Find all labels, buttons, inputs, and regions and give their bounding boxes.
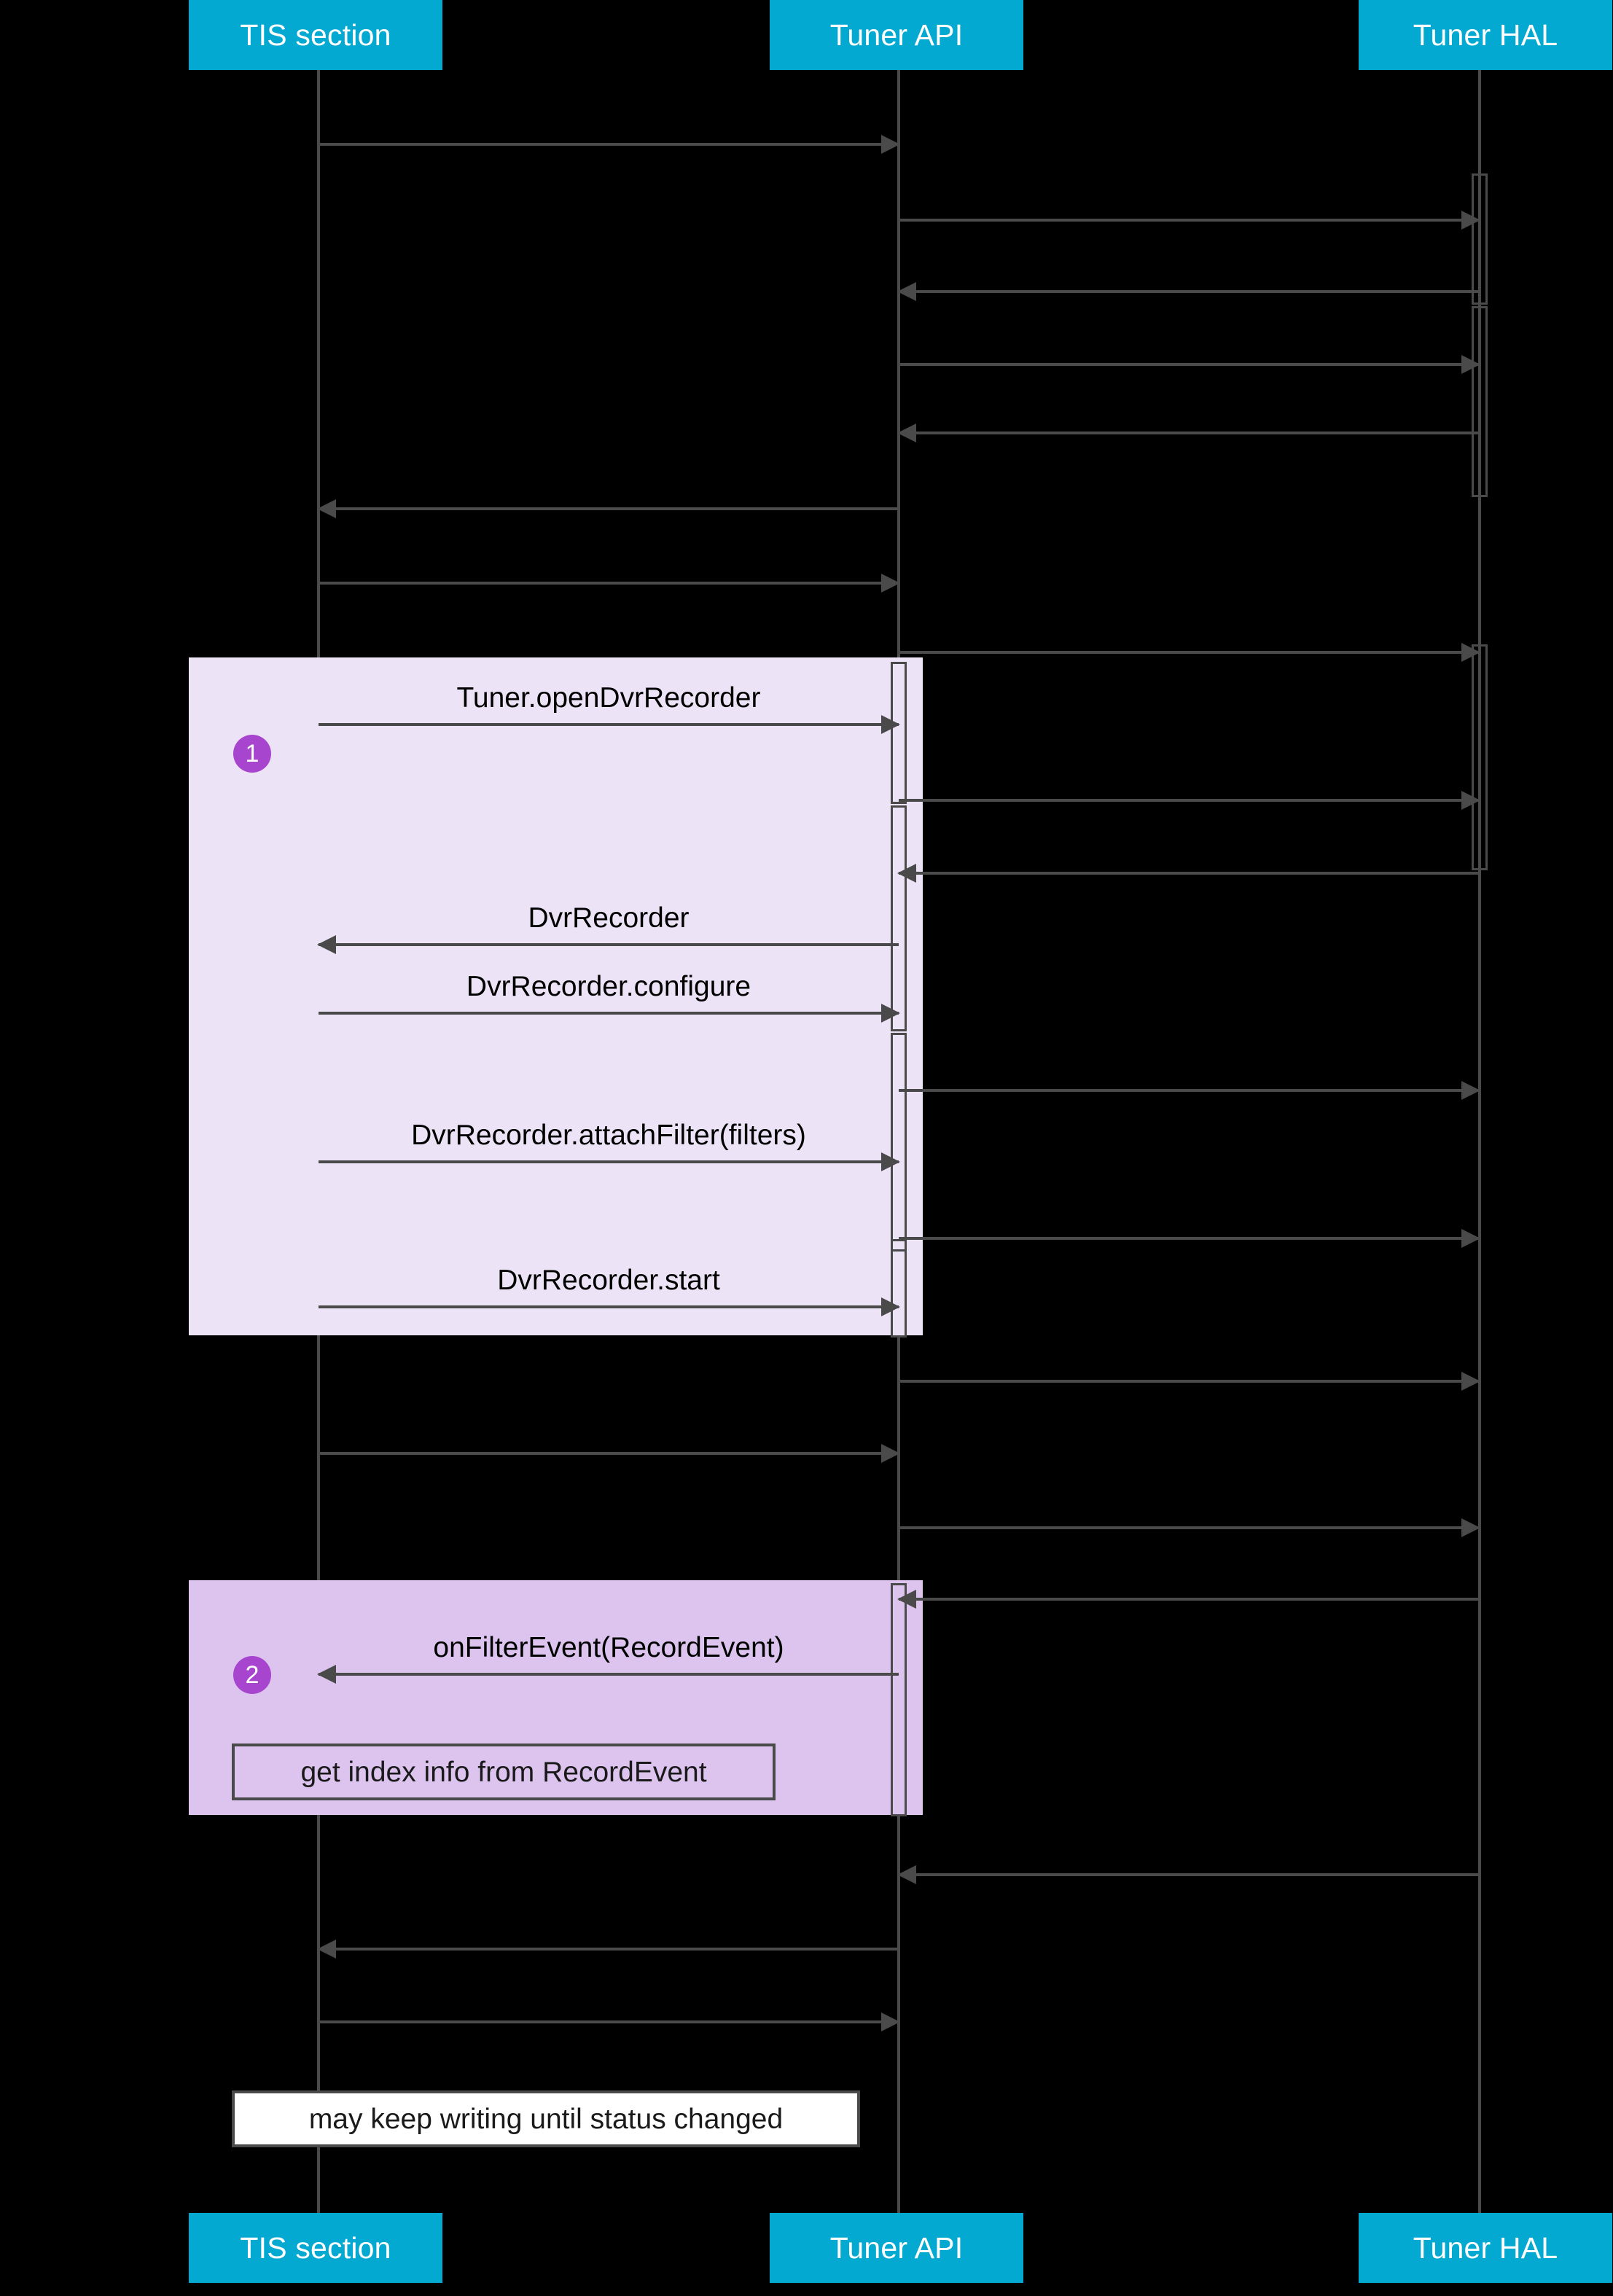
arrowhead-left-icon <box>897 423 916 442</box>
arrowhead-right-icon <box>881 1152 900 1171</box>
message-line <box>899 432 1479 434</box>
arrowhead-left-icon <box>317 499 336 518</box>
participant-footer-tuner-hal[interactable]: Tuner HAL <box>1359 2213 1612 2283</box>
message-line <box>319 723 899 726</box>
message-line <box>899 1237 1479 1240</box>
message-line <box>319 2020 899 2023</box>
participant-footer-tuner-api[interactable]: Tuner API <box>770 2213 1023 2283</box>
activation-hal-2 <box>1472 306 1488 497</box>
region-open-dvr-recorder <box>189 657 923 1335</box>
message-line <box>319 582 899 585</box>
participant-label: Tuner HAL <box>1413 17 1558 52</box>
arrowhead-left-icon <box>897 1865 916 1884</box>
arrowhead-left-icon <box>317 1940 336 1959</box>
arrowhead-right-icon <box>1461 1081 1480 1100</box>
activation-api-2 <box>891 805 907 1031</box>
message-line <box>899 363 1479 366</box>
arrowhead-right-icon <box>881 715 900 734</box>
arrowhead-right-icon <box>1461 643 1480 662</box>
participant-label: TIS section <box>240 17 391 52</box>
message-line <box>319 1012 899 1015</box>
arrowhead-right-icon <box>1461 1372 1480 1391</box>
message-line <box>319 1673 899 1676</box>
note-text: get index info from RecordEvent <box>300 1756 707 1788</box>
participant-footer-tis-section[interactable]: TIS section <box>189 2213 442 2283</box>
participant-header-tuner-api[interactable]: Tuner API <box>770 0 1023 70</box>
region-1-badge-label: 1 <box>245 740 259 768</box>
arrowhead-right-icon <box>881 1297 900 1316</box>
lifeline-tuner-hal <box>1478 70 1481 2213</box>
region-1-badge: 1 <box>233 735 271 773</box>
message-line <box>319 943 899 946</box>
activation-hal-1 <box>1472 173 1488 305</box>
arrowhead-left-icon <box>317 935 336 954</box>
message-line <box>899 1526 1479 1529</box>
arrowhead-right-icon <box>881 135 900 154</box>
message-line <box>899 219 1479 222</box>
arrowhead-right-icon <box>1461 791 1480 810</box>
note-get-index-info: get index info from RecordEvent <box>232 1744 776 1800</box>
region-2-badge-label: 2 <box>245 1661 259 1689</box>
message-line <box>899 290 1479 293</box>
message-line <box>899 872 1479 875</box>
participant-label: Tuner API <box>829 2230 964 2265</box>
arrowhead-left-icon <box>897 864 916 883</box>
arrowhead-right-icon <box>1461 211 1480 230</box>
message-line <box>319 507 899 510</box>
arrowhead-right-icon <box>881 1444 900 1463</box>
message-line <box>319 143 899 146</box>
participant-label: TIS section <box>240 2230 391 2265</box>
message-line <box>319 1948 899 1951</box>
message-line <box>899 799 1479 802</box>
participant-label: Tuner API <box>829 17 964 52</box>
region-2-badge: 2 <box>233 1656 271 1694</box>
arrowhead-left-icon <box>897 1590 916 1609</box>
activation-hal-3 <box>1472 644 1488 870</box>
message-line <box>899 651 1479 654</box>
arrowhead-left-icon <box>897 282 916 301</box>
arrowhead-right-icon <box>1461 1518 1480 1537</box>
message-line <box>899 1089 1479 1092</box>
message-line <box>319 1452 899 1455</box>
arrowhead-right-icon <box>881 2012 900 2031</box>
arrowhead-right-icon <box>881 574 900 593</box>
note-may-keep-writing: may keep writing until status changed <box>232 2090 860 2147</box>
activation-api-3 <box>891 1033 907 1252</box>
message-line <box>319 1305 899 1308</box>
note-text: may keep writing until status changed <box>308 2103 784 2135</box>
arrowhead-right-icon <box>1461 1229 1480 1248</box>
message-line <box>899 1873 1479 1876</box>
arrowhead-right-icon <box>881 1004 900 1023</box>
arrowhead-left-icon <box>317 1665 336 1684</box>
activation-api-5 <box>891 1583 907 1816</box>
message-line <box>319 1160 899 1163</box>
message-line <box>899 1380 1479 1383</box>
participant-header-tuner-hal[interactable]: Tuner HAL <box>1359 0 1612 70</box>
arrowhead-right-icon <box>1461 355 1480 374</box>
participant-label: Tuner HAL <box>1413 2230 1558 2265</box>
activation-api-4 <box>891 1239 907 1338</box>
message-line <box>899 1598 1479 1601</box>
participant-header-tis-section[interactable]: TIS section <box>189 0 442 70</box>
